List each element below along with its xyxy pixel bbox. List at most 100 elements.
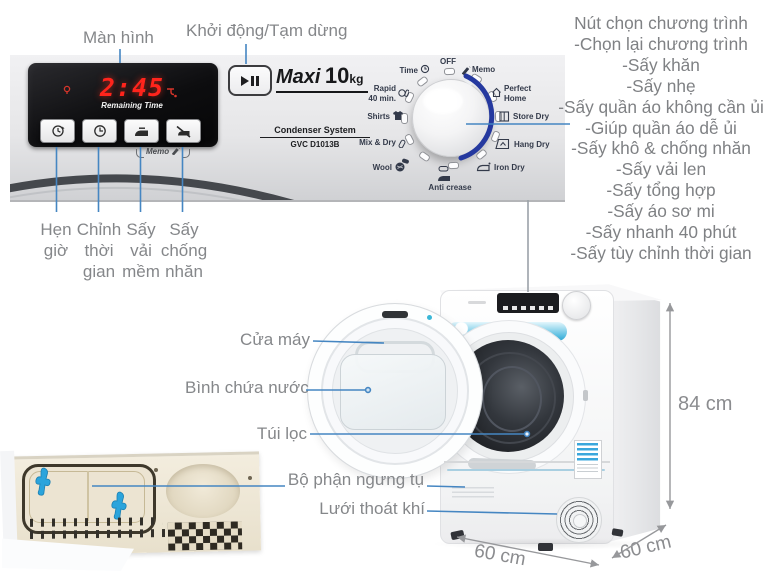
program-hang-dry: Hang Dry	[514, 140, 550, 149]
delay-clock-icon	[51, 125, 64, 137]
condenser-vent-grid	[167, 521, 243, 551]
height-dimension: 84 cm	[678, 393, 733, 415]
dryer-foot	[538, 543, 553, 551]
desc-line: -Sấy quần áo không cần ủi	[558, 96, 764, 117]
program-iron-dry: Iron Dry	[494, 163, 525, 172]
condenser-clip-left	[35, 467, 51, 496]
program-wool: Wool	[372, 163, 392, 172]
desc-line: -Sấy áo sơ mi	[607, 201, 715, 222]
memo-tag-text: Memo	[146, 147, 170, 156]
drawer-divider	[444, 461, 610, 463]
label-line: Chỉnh	[76, 220, 122, 239]
label-line: nhăn	[165, 262, 203, 281]
iron-dry-icon	[476, 162, 491, 172]
desc-line: -Sấy tùy chỉnh thời gian	[570, 242, 752, 263]
porthole-arc	[10, 174, 295, 200]
indicator-lock-icon	[63, 85, 71, 94]
dryer-mini-display	[497, 293, 559, 313]
label-time-adjust: Chỉnh thời gian	[75, 219, 123, 282]
vent-grill	[556, 497, 602, 543]
energy-label-sticker	[574, 440, 602, 479]
hang-dry-icon	[495, 138, 510, 150]
energy-label-text-lines	[577, 464, 598, 474]
memo-pencil-icon	[461, 66, 471, 75]
program-dial-knob	[412, 79, 490, 157]
vent-callout: Lưới thoát khí	[319, 499, 425, 518]
dryer-side-panel	[610, 288, 661, 542]
desc-line: -Sấy khăn	[622, 54, 700, 75]
desc-line: -Sấy vải len	[615, 159, 707, 180]
dryer-mini-dial	[562, 291, 591, 320]
label-anti-crease: Sấy chống nhăn	[157, 219, 211, 282]
desc-line: Nút chọn chương trình	[574, 13, 748, 33]
label-delay-timer: Hẹn giờ	[34, 219, 78, 261]
iron-icon	[135, 127, 148, 136]
capacity-unit: kg	[349, 72, 364, 86]
label-line: chống	[160, 241, 208, 260]
vent-grill-center	[573, 514, 587, 528]
label-line: Sấy	[169, 220, 199, 239]
label-line: mềm	[122, 262, 160, 281]
program-anti-crease: Anti crease	[428, 183, 472, 192]
capacity-branding: Maxi 10kg	[276, 63, 368, 93]
mini-buttons-row	[503, 306, 553, 310]
play-icon	[241, 75, 249, 86]
program-descriptions: Nút chọn chương trình -Chọn lại chương t…	[552, 13, 770, 264]
label-line: gian	[82, 262, 116, 281]
memo-bracket-right	[182, 149, 190, 158]
soft-dry-button	[124, 119, 159, 143]
anti-crease-icon	[438, 166, 450, 181]
water-tank	[340, 354, 446, 430]
memo-tag: Memo	[146, 147, 181, 156]
branding-underline	[276, 91, 368, 93]
wool-icon	[395, 158, 409, 172]
program-off: OFF	[440, 57, 456, 66]
capacity-value: 10	[324, 63, 350, 88]
label-soft-dry: Sấy vải mềm	[121, 219, 161, 282]
time-clock-icon	[420, 64, 430, 74]
label-line: vải	[130, 241, 152, 260]
pencil-icon	[171, 147, 181, 155]
program-time: Time	[399, 66, 418, 75]
dial-tick	[443, 67, 455, 75]
label-line: Hẹn	[40, 220, 72, 239]
door-callout: Cửa máy	[240, 330, 310, 349]
store-dry-icon	[499, 111, 510, 122]
energy-label-bars	[577, 443, 598, 461]
remaining-time-display: 2:45	[99, 73, 165, 102]
program-rapid-line2: 40 min.	[368, 93, 396, 103]
rapid-icon	[398, 89, 409, 97]
program-mix-dry: Mix & Dry	[359, 138, 396, 147]
mix-dry-icon	[398, 139, 406, 148]
water-tank-callout: Bình chứa nước	[185, 378, 309, 397]
maxi-text: Maxi	[276, 66, 321, 88]
condenser-cover-divider	[87, 471, 89, 521]
desc-line: -Chọn lại chương trình	[574, 33, 748, 54]
drum-back-ring	[482, 366, 542, 432]
perfect-home-house-icon	[492, 87, 501, 98]
program-perfect-line2: Home	[504, 93, 527, 103]
screw-dot	[248, 476, 252, 480]
memo-bracket-left	[136, 149, 144, 158]
display-panel: 2:45 Remaining Time	[28, 63, 218, 147]
door-top-slot	[382, 311, 408, 318]
door-latch	[583, 390, 588, 401]
program-memo: Memo	[472, 65, 496, 74]
label-line: Sấy	[126, 220, 156, 239]
desc-line: -Sấy nhanh 40 phút	[585, 222, 737, 243]
desc-line: -Sấy tổng hợp	[606, 180, 716, 201]
desc-line: -Sấy khô & chống nhăn	[571, 138, 751, 159]
program-perfect-home: Perfect Home	[504, 84, 531, 103]
program-rapid: Rapid 40 min.	[352, 84, 396, 103]
program-rapid-line1: Rapid	[373, 84, 396, 93]
program-perfect-line1: Perfect	[504, 84, 532, 93]
system-text: Condenser System	[260, 125, 370, 138]
start-pause-label: Khởi động/Tạm dừng	[186, 21, 348, 40]
start-pause-button	[228, 65, 272, 96]
time-adjust-button	[82, 119, 117, 143]
anti-crease-button	[166, 119, 201, 143]
filter-callout: Túi lọc	[256, 424, 307, 443]
screen-label: Màn hình	[83, 28, 154, 47]
condenser-photo	[0, 446, 266, 571]
